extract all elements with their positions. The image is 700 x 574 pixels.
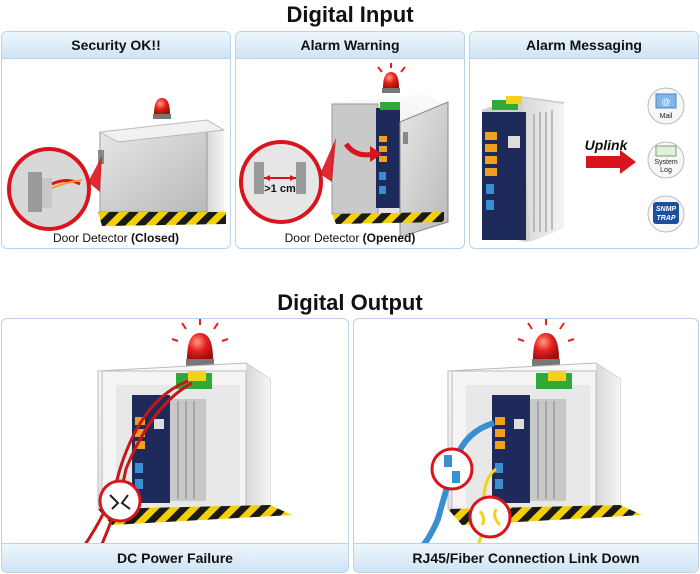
power-failure-illustration [80, 319, 292, 554]
messaging-illustration: Uplink @ Mail System Log SNMP TRAP [482, 87, 685, 242]
open-cabinet-illustration: >1 cm [239, 63, 449, 238]
link-down-title: RJ45/Fiber Connection Link Down [354, 543, 698, 572]
closed-cabinet-illustration [7, 98, 226, 231]
panel-title: Security OK!! [2, 32, 230, 59]
mail-icon: @ Mail [647, 87, 685, 125]
digital-input-title: Digital Input [286, 2, 414, 27]
svg-text:@: @ [661, 97, 670, 107]
svg-text:Log: Log [660, 167, 672, 174]
panel-title: Alarm Messaging [470, 32, 698, 59]
alarm-messaging-panel: Alarm Messaging Uplink @ Mail [469, 31, 699, 249]
snmp-trap-icon: SNMP TRAP [647, 195, 685, 233]
dc-power-failure-title: DC Power Failure [2, 543, 348, 572]
uplink-arrow [586, 150, 636, 174]
system-log-icon: System Log [647, 141, 685, 179]
svg-text:TRAP: TRAP [656, 215, 675, 222]
alarm-siren-icon [171, 319, 229, 367]
dc-power-failure-panel: DC Power Failure [1, 318, 349, 573]
link-down-panel: RJ45/Fiber Connection Link Down [353, 318, 699, 573]
alarm-siren-icon [517, 319, 575, 367]
link-down-illustration [411, 319, 642, 558]
alarm-siren-icon [377, 63, 406, 93]
svg-text:System: System [654, 159, 678, 166]
gap-label: >1 cm [264, 183, 296, 195]
svg-text:Mail: Mail [660, 113, 673, 120]
alarm-siren-icon [153, 98, 171, 119]
industrial-switch-icon [482, 96, 564, 242]
digital-output-title: Digital Output [277, 290, 423, 315]
security-ok-panel: Security OK!! Door Detector (Closed) [1, 31, 231, 249]
svg-text:SNMP: SNMP [656, 206, 677, 213]
uplink-label: Uplink [585, 137, 629, 153]
panel-title: Alarm Warning [236, 32, 464, 59]
door-detector-closed-caption: Door Detector (Closed) [52, 231, 180, 245]
alarm-warning-panel: Alarm Warning >1 cm [235, 31, 465, 249]
door-detector-opened-caption: Door Detector (Opened) [284, 231, 416, 245]
